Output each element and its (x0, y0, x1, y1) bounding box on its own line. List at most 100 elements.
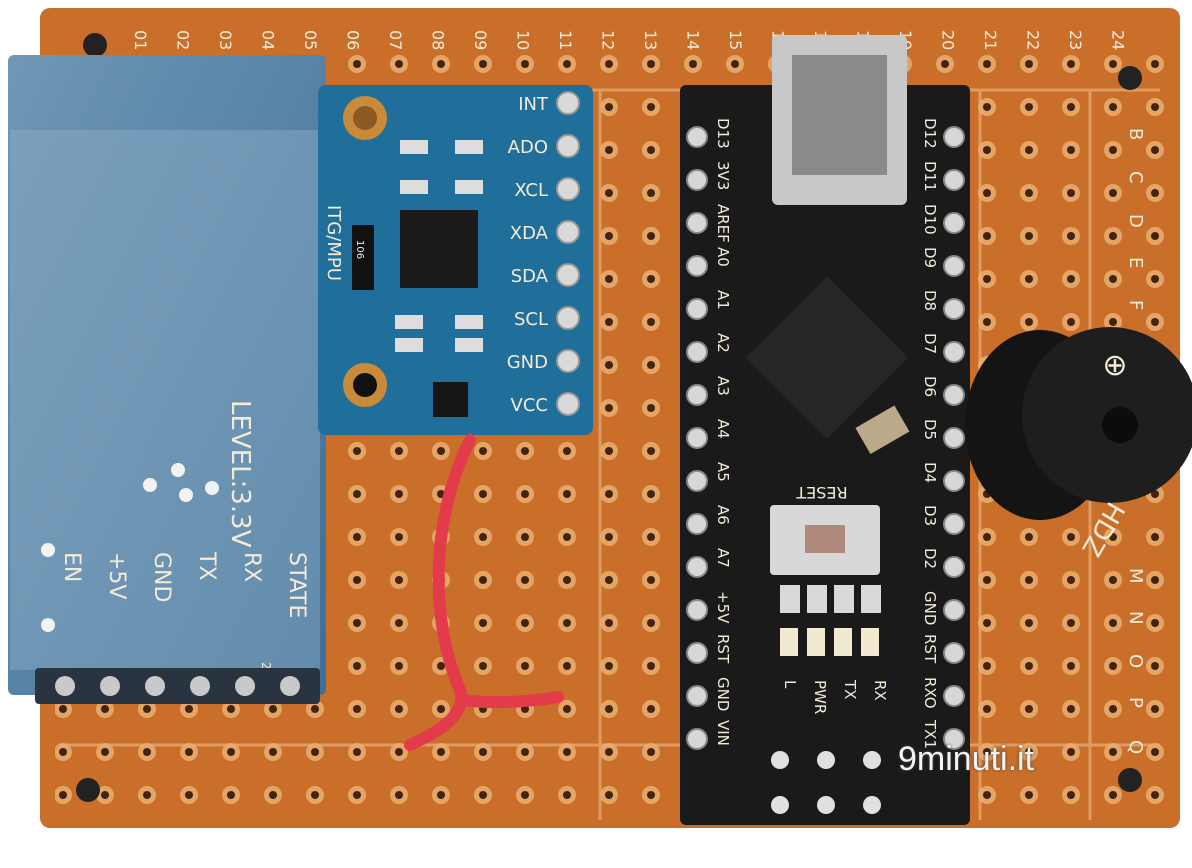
row-letter: B (1125, 128, 1146, 140)
row-letter: N (1125, 611, 1146, 624)
header-pin (943, 685, 965, 707)
row-letter: M (1125, 568, 1146, 584)
header-pin (943, 513, 965, 535)
row-letter: C (1125, 171, 1146, 184)
arduino-left-pin-label: VIN (714, 720, 732, 746)
mpu-pin-label: ADO (508, 137, 548, 158)
bt-level-label: LEVEL:3.3V (225, 400, 255, 548)
red-wire (404, 434, 564, 751)
arduino-right-pin-label: RST (921, 634, 939, 664)
column-number: 23 (1066, 30, 1085, 50)
bt-pin-label: TX (194, 551, 219, 581)
column-number: 21 (981, 30, 1000, 50)
header-pin (686, 685, 708, 707)
header-pin (943, 427, 965, 449)
header-pin (943, 599, 965, 621)
arduino-left-pin-label: A5 (714, 462, 732, 482)
column-number: 10 (514, 30, 533, 50)
mpu-pin-label: XCL (514, 180, 548, 201)
bt-pin-label: EN (59, 552, 84, 582)
mpu-pin-label: VCC (511, 395, 548, 416)
header-pin (686, 513, 708, 535)
header-pin (686, 728, 708, 750)
header-pin (686, 341, 708, 363)
header-pin (943, 384, 965, 406)
bt-pin-label: GND (149, 552, 174, 602)
header-pin (686, 298, 708, 320)
row-letter: E (1125, 257, 1146, 268)
header-pin (686, 599, 708, 621)
row-letter: D (1125, 214, 1146, 228)
header-pin (686, 126, 708, 148)
column-number: 11 (556, 30, 575, 50)
bt-pin-label: STATE (284, 552, 309, 618)
bt-pin-labels: STATE RX TX GND +5V EN (59, 551, 309, 618)
reset-label: RESET (796, 483, 847, 502)
header-pin (686, 384, 708, 406)
header-pin (943, 212, 965, 234)
arduino-right-pin-label: D7 (921, 333, 939, 354)
mpu-pin-label: XDA (510, 223, 549, 244)
arduino-right-pin-label: D4 (921, 462, 939, 483)
header-pin (943, 470, 965, 492)
header-pin (686, 255, 708, 277)
header-pin (943, 341, 965, 363)
column-number: 20 (939, 30, 958, 50)
watermark: 9minuti.it (898, 740, 1035, 778)
arduino-right-pin-label: D6 (921, 376, 939, 397)
header-pin (943, 556, 965, 578)
arduino-right-pin-label: D3 (921, 505, 939, 526)
mpu-pin-label: SDA (511, 266, 549, 287)
arduino-right-pin-label: D5 (921, 419, 939, 440)
header-pin (686, 470, 708, 492)
arduino-left-pin-label: 3V3 (714, 161, 732, 190)
row-letter: F (1125, 300, 1146, 310)
header-pin (686, 556, 708, 578)
column-number: 07 (386, 30, 405, 50)
column-number: 06 (344, 30, 363, 50)
column-number: 13 (641, 30, 660, 50)
arduino-left-pin-label: A3 (714, 376, 732, 396)
header-pin (943, 642, 965, 664)
arduino-right-pin-label: TX1 (921, 719, 939, 749)
header-pin (686, 212, 708, 234)
column-number: 09 (471, 30, 490, 50)
arduino-right-pin-label: D12 (921, 118, 939, 149)
header-pin (943, 255, 965, 277)
arduino-right-pin-label: D10 (921, 204, 939, 235)
header-pin (943, 126, 965, 148)
arduino-left-pin-label: A0 (714, 247, 732, 267)
arduino-left-pin-label: A7 (714, 548, 732, 568)
arduino-left-pin-label: RST (714, 634, 732, 664)
arduino-left-pin-label: A1 (714, 290, 732, 310)
led-label: L (781, 680, 799, 689)
header-pin (943, 169, 965, 191)
bt-pin-label: +5V (104, 552, 129, 599)
arduino-left-pin-label: D13 (714, 118, 732, 149)
header-pin (943, 728, 965, 750)
row-letter: Q (1125, 740, 1146, 754)
arduino-right-pin-label: D11 (921, 161, 939, 192)
header-pin (686, 169, 708, 191)
arduino-right-pin-label: GND (921, 591, 939, 625)
header-pin (686, 427, 708, 449)
arduino-left-pin-label: AREF (714, 204, 732, 243)
led-label: PWR (811, 680, 829, 714)
column-number: 24 (1109, 30, 1128, 50)
column-number: 08 (429, 30, 448, 50)
bt-pin-label: RX (239, 552, 264, 582)
column-number: 03 (216, 30, 235, 50)
mpu-model-label: ITG/MPU (323, 205, 344, 281)
column-number: 22 (1024, 30, 1043, 50)
buzzer-plus-mark: ⊕ (1102, 348, 1127, 383)
mpu-pin-label: SCL (514, 309, 548, 330)
column-number: 12 (599, 30, 618, 50)
